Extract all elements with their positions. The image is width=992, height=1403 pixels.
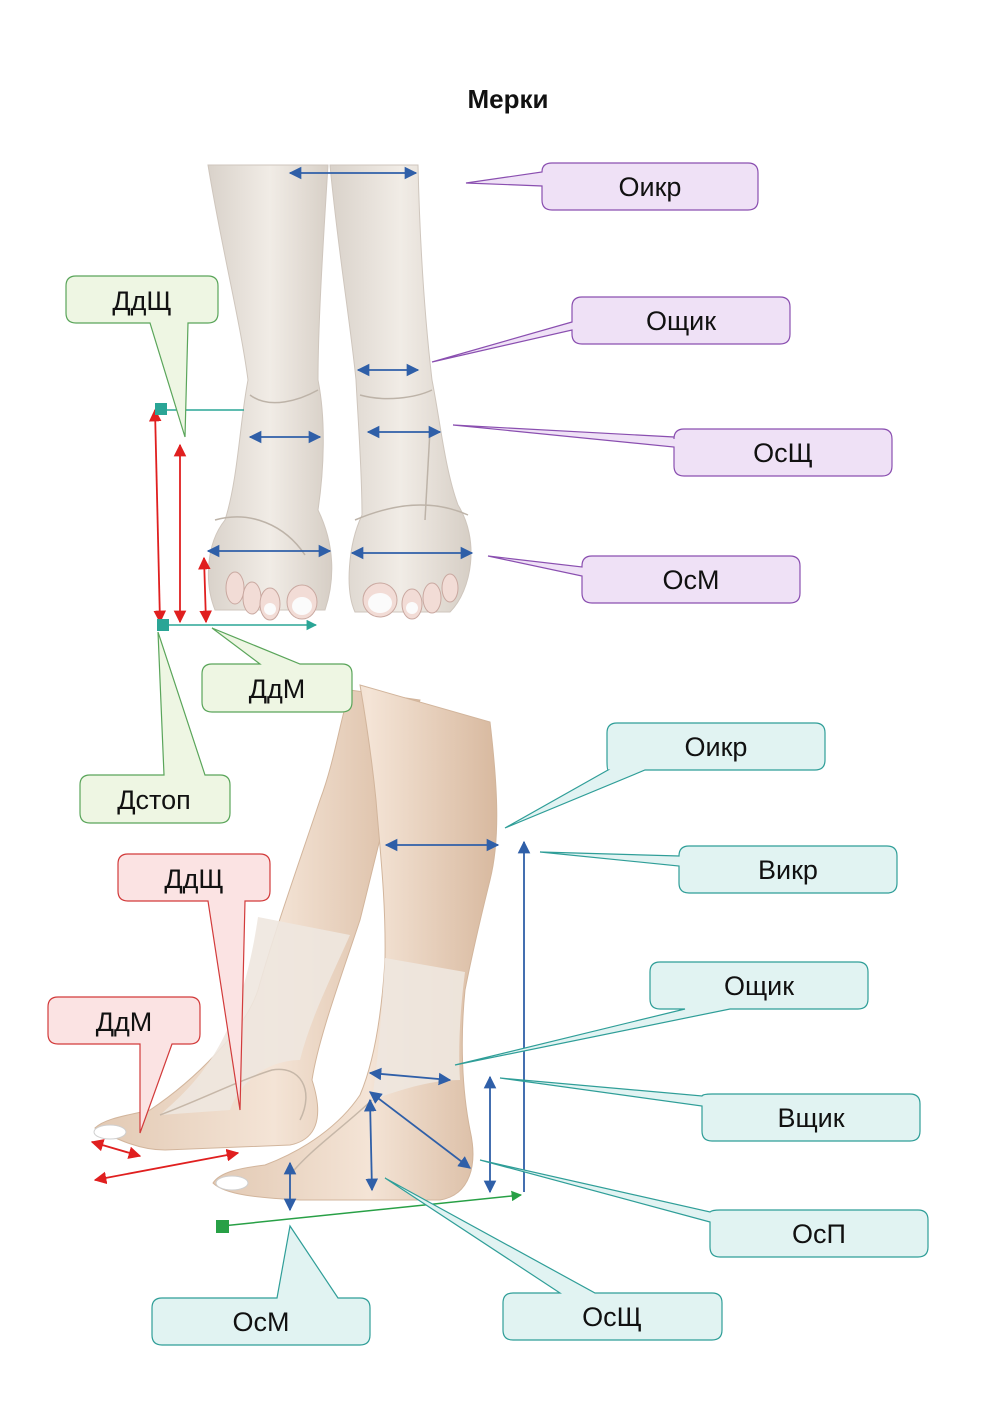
label-side-oschik: Ощик [724, 971, 794, 1001]
callout-side-oikr: Оикр [504, 722, 826, 829]
label-side-vschik: Вщик [777, 1103, 844, 1133]
page-title: Мерки [467, 84, 549, 114]
callout-side-ddm: ДдМ [47, 996, 201, 1134]
label-side-osshch: ОсЩ [582, 1302, 642, 1332]
label-side-vikr: Викр [758, 855, 818, 885]
front-feet-illustration [207, 164, 472, 621]
label-front-dstop: Дстоп [117, 785, 191, 815]
label-front-ddm: ДдМ [249, 674, 306, 704]
label-side-oikr: Оикр [685, 732, 748, 762]
callout-front-ddshch: ДдЩ [65, 275, 219, 438]
label-side-osp: ОсП [792, 1219, 846, 1249]
arrow-front-ddm [198, 556, 212, 624]
label-front-oikr: Оикр [619, 172, 682, 202]
marker-side-heel [216, 1220, 229, 1233]
arrow-front-dstop [148, 408, 167, 624]
label-front-osshch: ОсЩ [753, 438, 813, 468]
marker-front-top [155, 403, 167, 415]
label-front-oschik: Ощик [646, 306, 716, 336]
callout-side-vikr: Викр [539, 845, 898, 894]
arrow-side-oschik [368, 1067, 452, 1086]
callout-front-oikr: Оикр [465, 162, 759, 211]
front-measurement-arrows [148, 166, 474, 631]
callout-side-osp: ОсП [479, 1159, 929, 1258]
callout-front-ddm: ДдМ [201, 627, 353, 713]
callout-side-osshch: ОсЩ [384, 1177, 723, 1341]
arrow-side-ddshch [93, 1148, 240, 1185]
callout-front-osm: ОсМ [487, 555, 801, 604]
arrow-side-osp [368, 1091, 472, 1169]
label-front-ddshch: ДдЩ [112, 286, 171, 316]
callout-side-oschik: Ощик [454, 961, 869, 1066]
label-side-osm: ОсМ [233, 1307, 290, 1337]
label-side-ddshch: ДдЩ [164, 864, 223, 894]
callout-side-vschik: Вщик [499, 1077, 921, 1142]
callout-front-oschik: Ощик [431, 296, 791, 363]
marker-front-bottom [157, 619, 169, 631]
label-side-ddm: ДдМ [96, 1007, 153, 1037]
label-front-osm: ОсМ [663, 565, 720, 595]
callout-side-ddshch: ДдЩ [117, 853, 271, 1111]
side-leg-illustration [93, 684, 498, 1201]
callout-front-osshch: ОсЩ [452, 424, 893, 477]
callout-front-dstop: Дстоп [79, 631, 231, 824]
arrow-side-osshch [363, 1098, 379, 1192]
side-measurement-arrows [90, 838, 531, 1233]
callout-side-osm: ОсМ [151, 1224, 371, 1346]
